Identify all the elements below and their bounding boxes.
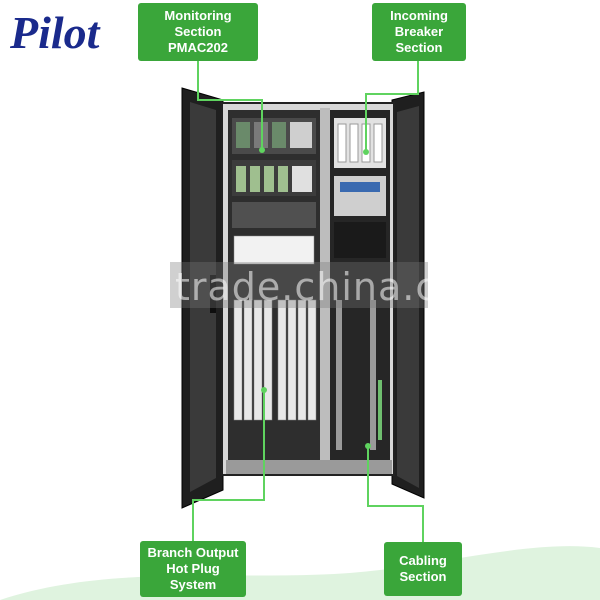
cabinet-base: [226, 460, 392, 474]
callout-branch-label: Branch Output Hot Plug System: [147, 545, 239, 592]
logo-wordmark: Pilot: [9, 7, 101, 56]
cabling-strips: [336, 300, 382, 450]
watermark-text: trade.china.cn: [175, 265, 463, 309]
callout-branch-output: Branch Output Hot Plug System: [140, 541, 246, 597]
monitoring-modules: [232, 118, 316, 228]
leader-cabling: [367, 448, 424, 542]
bottom-wave: [0, 546, 600, 600]
callout-cabling-section: Cabling Section: [384, 542, 462, 596]
pilot-logo: Pilot: [9, 7, 101, 56]
left-door-glass: [190, 102, 216, 492]
callout-monitoring-section: Monitoring Section PMAC202: [138, 3, 258, 61]
right-door-glass: [397, 106, 419, 488]
breaker-modules: [334, 118, 386, 258]
leader-dots: [259, 147, 371, 449]
leader-lines: [192, 61, 424, 542]
callout-incoming-label: Incoming Breaker Section: [390, 8, 448, 55]
leader-incoming: [365, 61, 419, 150]
leader-branch: [192, 392, 265, 541]
watermark-band: [170, 262, 428, 308]
center-post: [320, 108, 330, 466]
callout-cabling-label: Cabling Section: [399, 553, 447, 584]
callout-monitoring-label: Monitoring Section PMAC202: [164, 8, 232, 55]
branch-modules: [233, 235, 317, 421]
left-door-handle: [210, 275, 216, 313]
leader-monitoring: [197, 61, 263, 148]
callout-incoming-breaker-section: Incoming Breaker Section: [372, 3, 466, 61]
